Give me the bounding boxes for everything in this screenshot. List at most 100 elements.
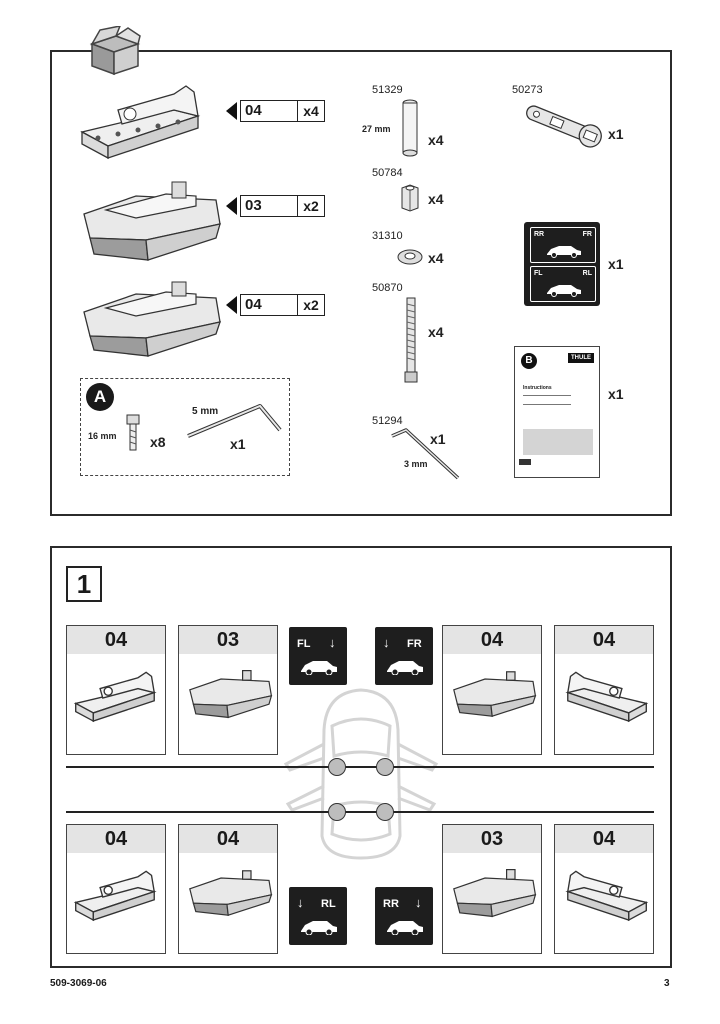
front-card-1: 04 [66,625,166,755]
bolt-qty: x8 [150,434,166,450]
front-card-3: 04 [442,625,542,755]
car-icon [387,921,423,935]
pointer-triangle-icon [226,102,237,120]
foot-pad-icon [83,281,221,357]
bracket-plate-icon [73,870,157,922]
front-bar-line [66,766,654,768]
foot-pad-icon [83,181,221,261]
car-icon [547,246,581,258]
rear-card-2: 04 [178,824,278,954]
position-rr-label: RR [383,898,399,910]
kit-a-badge: A [86,383,114,411]
mount-point-fl [328,758,346,776]
position-sticker-sheet: RR FR FL RL [524,222,600,306]
part-number: 51294 [372,415,403,427]
manual-text-lines [523,395,571,405]
arrow-down-icon: ↓ [297,895,304,910]
card-code: 04 [443,626,541,654]
position-fr-label: FR [407,638,422,650]
instruction-manual: B THULE Instructions [514,346,600,478]
position-rr-badge: RR ↓ [375,887,433,945]
document-number: 509-3069-06 [50,978,107,989]
card-code: 04 [555,825,653,853]
sticker-fr-text: FR [582,231,592,238]
bolt-length: 16 mm [88,431,117,441]
car-icon [301,661,337,675]
car-top-view-icon [283,688,439,860]
bracket-plate-icon [80,85,201,160]
sticker-rl-text: RL [582,270,592,277]
card-code: 04 [555,626,653,654]
pointer-triangle-icon [226,197,237,215]
position-fr-badge: ↓ FR [375,627,433,685]
manual-title: Instructions [523,385,552,391]
bracket-plate-icon [73,671,157,723]
manual-footer-bar [519,459,531,465]
mount-point-rl [328,803,346,821]
bracket-plate-icon [565,671,649,723]
position-rl-badge: ↓ RL [289,887,347,945]
rear-card-1: 04 [66,824,166,954]
rear-card-4: 04 [554,824,654,954]
spacer-length: 27 mm [362,124,391,134]
rear-card-3: 03 [442,824,542,954]
washer-qty: x4 [428,250,444,266]
thule-logo: THULE [568,353,594,363]
small-allen-key-qty: x1 [430,431,446,447]
threaded-rod-qty: x4 [428,324,444,340]
card-code: 04 [67,626,165,654]
sticker-fl-rl: FL RL [530,266,596,302]
step-1-panel [50,546,672,968]
small-allen-key-size: 3 mm [404,459,428,469]
car-icon [547,285,581,297]
foot-pad-icon [189,870,273,916]
sticker-fl-text: FL [534,270,543,277]
front-card-4: 04 [554,625,654,755]
part-number: 50273 [512,84,543,96]
card-code: 03 [443,825,541,853]
sticker-qty: x1 [608,256,624,272]
small-allen-key-icon [391,428,460,480]
wrench-qty: x1 [608,126,624,142]
card-code: 04 [179,825,277,853]
mount-point-fr [376,758,394,776]
arrow-down-icon: ↓ [329,635,336,650]
part-number: 50784 [372,167,403,179]
front-card-2: 03 [178,625,278,755]
step-number: 1 [66,566,102,602]
arrow-down-icon: ↓ [383,635,390,650]
foot-pad-icon [453,671,537,717]
part-code: 04 [241,101,298,121]
position-rl-label: RL [321,898,336,910]
sticker-rr-fr: RR FR [530,227,596,263]
spacer-qty: x4 [428,132,444,148]
wrench-tool-icon [526,105,602,148]
manual-qty: x1 [608,386,624,402]
part-number: 51329 [372,84,403,96]
threaded-rod-icon [404,297,418,383]
part-label-04-x2: 04 x2 [226,294,325,316]
part-qty: x2 [303,297,319,313]
hex-nut-icon [401,184,419,212]
part-code: 04 [241,295,298,315]
part-qty: x4 [303,103,319,119]
package-box-icon [89,26,141,76]
manual-table [523,429,593,455]
allen-key-icon [187,404,282,438]
bolt-icon [126,414,140,451]
rear-bar-line [66,811,654,813]
mount-point-rr [376,803,394,821]
allen-key-size: 5 mm [192,406,219,417]
spacer-tube-icon [402,99,418,157]
arrow-down-icon: ↓ [415,895,422,910]
page-number: 3 [664,978,670,989]
pointer-triangle-icon [226,296,237,314]
foot-pad-icon [453,869,537,918]
card-code: 03 [179,626,277,654]
foot-pad-icon [189,670,273,719]
position-fl-label: FL [297,638,311,650]
part-label-04-x4: 04 x4 [226,100,325,122]
part-qty: x2 [303,198,319,214]
car-icon [387,661,423,675]
